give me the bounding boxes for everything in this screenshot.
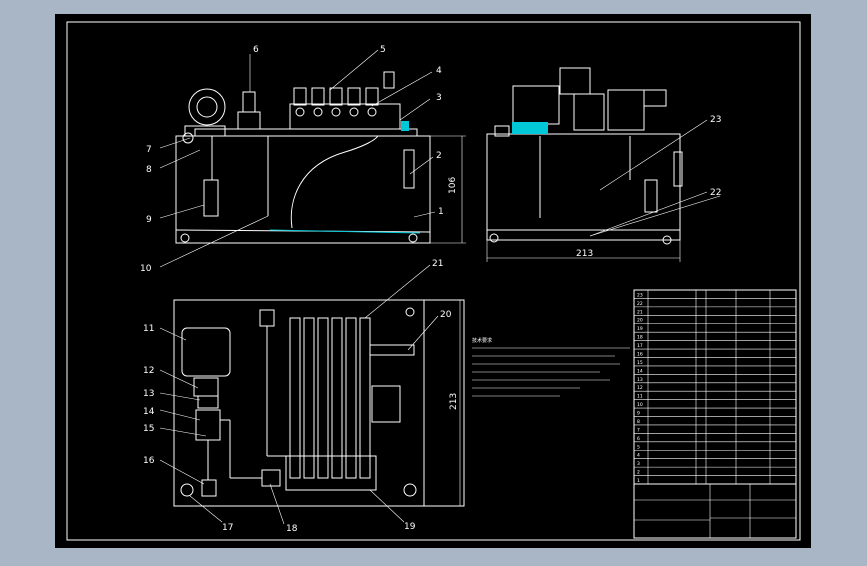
bom-row-number: 14	[637, 368, 643, 374]
part-label-9: 9	[146, 215, 152, 225]
top-view	[173, 299, 465, 507]
bom-row-number: 7	[637, 427, 640, 433]
part-label-20: 20	[440, 310, 452, 320]
drawing-sheet	[55, 14, 811, 548]
bom-row-number: 10	[637, 402, 643, 408]
dim-side-width: 213	[576, 249, 593, 259]
dim-top-height: 213	[449, 393, 459, 410]
bom-table	[633, 289, 797, 539]
part-label-17: 17	[222, 523, 233, 533]
part-label-19: 19	[404, 522, 416, 532]
part-label-18: 18	[286, 524, 298, 534]
side-view	[486, 67, 721, 262]
part-label-21: 21	[432, 259, 443, 269]
part-number-labels: 1 2 3 4 5 6 7 8 9 10 11 12 13 14 15 16 1…	[140, 45, 721, 534]
part-label-10: 10	[140, 264, 152, 274]
bom-row-number: 15	[637, 360, 643, 366]
tank-side	[486, 133, 681, 241]
part-label-11: 11	[143, 324, 154, 334]
bom-row-number: 4	[637, 453, 640, 459]
part-label-22: 22	[710, 188, 721, 198]
bom-row-number: 6	[637, 436, 640, 442]
bom-row-number: 16	[637, 351, 643, 357]
part-label-8: 8	[146, 165, 152, 175]
bom-row-number: 1	[637, 478, 640, 484]
bom-row-number: 23	[637, 292, 643, 298]
bom-row-number: 9	[637, 411, 640, 417]
bom-row-number: 8	[637, 419, 640, 425]
part-label-4: 4	[436, 66, 442, 76]
part-label-5: 5	[380, 45, 386, 55]
notes-title: 技术要求	[472, 337, 492, 344]
part-label-12: 12	[143, 366, 154, 376]
bom-row-number: 17	[637, 343, 643, 349]
part-label-13: 13	[143, 389, 154, 399]
part-label-6: 6	[253, 45, 259, 55]
bom-row-number: 22	[637, 301, 643, 307]
bom-row-number: 18	[637, 335, 643, 341]
leader-lines	[159, 49, 708, 525]
bom-row-number: 19	[637, 326, 643, 332]
part-label-3: 3	[436, 93, 442, 103]
dim-front-height: 106	[448, 177, 458, 194]
bom-row-number: 13	[637, 377, 643, 383]
bom-row-number: 11	[637, 394, 643, 400]
part-label-23: 23	[710, 115, 721, 125]
bom-row-number: 12	[637, 385, 643, 391]
bom-row-number: 3	[637, 461, 640, 467]
bom-row-number: 21	[637, 309, 643, 315]
front-view	[175, 71, 466, 244]
technical-notes: 技术要求	[472, 337, 630, 397]
part-label-15: 15	[143, 424, 154, 434]
part-label-7: 7	[146, 145, 152, 155]
part-label-2: 2	[436, 151, 442, 161]
part-label-16: 16	[143, 456, 155, 466]
bom-row-number: 2	[637, 470, 640, 476]
sheet-border	[66, 21, 801, 541]
bom-row-number: 20	[637, 318, 643, 324]
part-label-1: 1	[438, 207, 444, 217]
bom-row-number: 5	[637, 444, 640, 450]
part-label-14: 14	[143, 407, 155, 417]
